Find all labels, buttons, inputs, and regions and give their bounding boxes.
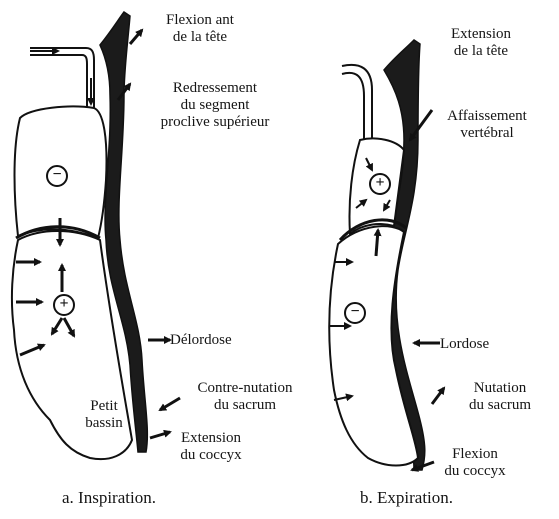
label-nutation: Nutation du sacrum	[450, 380, 550, 414]
caption-a: a. Inspiration.	[62, 488, 156, 508]
label-lordose: Lordose	[440, 336, 520, 353]
label-flexion-ant: Flexion ant de la tête	[150, 12, 250, 46]
trachea-a-inner	[30, 55, 87, 110]
thorax-b-symbol: +	[373, 174, 387, 191]
abdomen-a-symbol: +	[57, 295, 71, 312]
label-flexion-coccyx: Flexion du coccyx	[430, 446, 520, 480]
label-affaissement: Affaissement vertébral	[432, 108, 542, 142]
arrow-flexion-ant	[130, 30, 142, 44]
trachea-a	[30, 48, 94, 110]
arrow-nutation	[432, 388, 444, 404]
label-redressement: Redressement du segment proclive supérie…	[140, 80, 290, 131]
panel-b-diagram	[329, 40, 444, 470]
label-delordose: Délordose	[170, 332, 260, 349]
arrow-diaphragm-up	[376, 230, 378, 256]
abdomen-b-symbol: −	[348, 303, 362, 320]
label-extension-coccyx: Extension du coccyx	[166, 430, 256, 464]
trachea-b-inner	[342, 73, 364, 140]
thorax-a-symbol: −	[50, 166, 64, 183]
label-petit-bassin: Petit bassin	[74, 398, 134, 432]
label-extension-tete: Extension de la tête	[436, 26, 526, 60]
arrow-contre-nutation	[160, 398, 180, 410]
label-contre-nutation: Contre-nutation du sacrum	[180, 380, 310, 414]
caption-b: b. Expiration.	[360, 488, 453, 508]
